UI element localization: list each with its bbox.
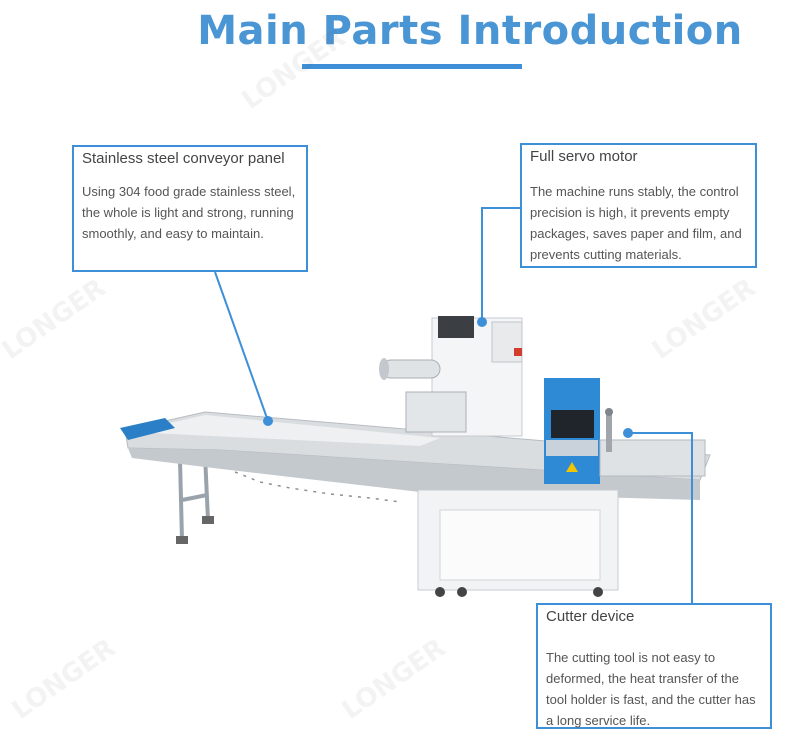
callout-text: The machine runs stably, the control pre…	[530, 184, 742, 262]
conveyor-top	[130, 415, 440, 446]
callout-heading: Full servo motor	[530, 148, 638, 165]
marker-conveyor	[263, 416, 273, 426]
touch-screen	[551, 410, 594, 438]
page-title: Main Parts Introduction	[197, 8, 743, 54]
callout-conveyor-panel: Stainless steel conveyor panel Using 304…	[72, 145, 308, 272]
leader-line-conveyor	[214, 271, 269, 422]
outfeed	[599, 439, 706, 477]
marker-cutter	[623, 428, 633, 438]
callout-heading: Cutter device	[546, 608, 635, 625]
conveyor-legs	[178, 454, 210, 541]
control-strip	[546, 440, 598, 456]
callout-text: Using 304 food grade stainless steel, th…	[82, 184, 296, 241]
film-roll-axle	[381, 359, 441, 379]
caster-wheel	[435, 587, 445, 597]
former	[405, 391, 467, 433]
warning-label	[566, 462, 578, 472]
caster-wheel	[457, 587, 467, 597]
title-underline	[302, 64, 522, 69]
leader-line-cutter	[628, 432, 693, 603]
watermark-text: LONGER	[647, 273, 761, 366]
film-roll-end	[379, 358, 389, 380]
callout-heading: Stainless steel conveyor panel	[82, 150, 285, 167]
callout-cutter-device: Cutter device The cutting tool is not ea…	[536, 603, 772, 729]
callout-servo-motor: Full servo motor The machine runs stably…	[520, 143, 757, 268]
emergency-stop	[514, 348, 522, 356]
watermark-text: LONGER	[237, 23, 351, 116]
cutter-knob	[605, 408, 613, 416]
servo-motor	[438, 316, 474, 338]
callout-text: The cutting tool is not easy to deformed…	[546, 650, 756, 728]
leader-line-servo	[481, 207, 520, 320]
infeed-cover	[120, 418, 175, 440]
watermark-text: LONGER	[0, 273, 111, 366]
cabinet-door	[439, 509, 601, 581]
cutter-post	[606, 412, 612, 452]
watermark-text: LONGER	[337, 633, 451, 726]
watermark-text: LONGER	[7, 633, 121, 726]
leg-foot	[202, 516, 214, 524]
leg-foot	[176, 536, 188, 544]
marker-servo	[477, 317, 487, 327]
conveyor-side	[128, 448, 700, 500]
caster-wheel	[593, 587, 603, 597]
